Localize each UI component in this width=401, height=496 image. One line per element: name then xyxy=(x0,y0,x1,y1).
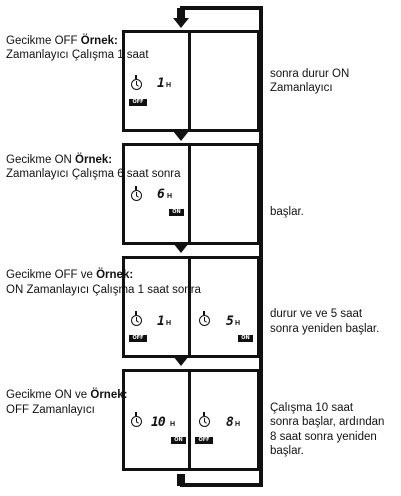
step-3-title: Gecikme OFF ve Örnek: xyxy=(6,269,134,281)
clock-tick xyxy=(135,75,137,79)
step-2-description-line-1: başlar. xyxy=(270,206,304,218)
panel-divider xyxy=(188,259,191,355)
clock-tick xyxy=(203,412,205,416)
arrow-down-icon xyxy=(173,243,189,253)
clock-tick xyxy=(135,311,137,315)
clock-icon xyxy=(199,416,210,427)
loop-arrow-shaft-bottom xyxy=(177,474,185,486)
loop-line-bottom xyxy=(180,483,263,487)
arrow-down-icon xyxy=(173,356,189,366)
clock-icon xyxy=(199,315,210,326)
step-3-description-line-2: sonra yeniden başlar. xyxy=(270,323,380,335)
clock-icon xyxy=(131,79,142,90)
display-unit: H xyxy=(170,421,176,428)
step-1-subtitle: Zamanlayıcı Çalışma 1 saat xyxy=(6,49,149,61)
panel-divider xyxy=(188,33,191,129)
status-badge: OFF xyxy=(129,99,147,106)
arrow-down-icon xyxy=(173,18,189,28)
step-1-title: Gecikme OFF Örnek: xyxy=(6,35,118,47)
step-1-description-line-1: sonra durur ON xyxy=(270,68,350,80)
step-4-title: Gecikme ON ve Örnek: xyxy=(6,389,128,401)
clock-tick xyxy=(203,311,205,315)
clock-icon xyxy=(131,416,142,427)
step-1-description-line-2: Zamanlayıcı xyxy=(270,82,333,94)
clock-tick xyxy=(135,186,137,190)
status-badge: ON xyxy=(238,335,253,342)
timer-panel-3: 1 H OFF 5 H ON xyxy=(122,256,260,358)
arrow-down-icon xyxy=(173,131,189,141)
display-digit: 5 xyxy=(226,314,234,329)
step-3-description-line-1: durur ve ve 5 saat xyxy=(270,308,363,320)
timer-panel-1: 1 H OFF xyxy=(122,30,260,132)
loop-line-top xyxy=(180,6,263,10)
arrow-shaft-1 xyxy=(177,8,185,19)
step-2-subtitle: Zamanlayıcı Çalışma 6 saat sonra xyxy=(6,168,181,180)
display-digit: 6 xyxy=(157,187,165,202)
step-4-subtitle: OFF Zamanlayıcı xyxy=(6,404,95,416)
display-digit: 1 xyxy=(157,76,165,91)
timer-panel-4: 10 H ON 8 H OFF xyxy=(122,369,260,471)
status-badge: OFF xyxy=(129,335,147,342)
display-unit: H xyxy=(167,193,173,200)
display-digit: 10 xyxy=(151,415,166,430)
status-badge: OFF xyxy=(195,437,213,444)
display-digit: 1 xyxy=(157,314,165,329)
step-4-description-line-3: 8 saat sonra yeniden xyxy=(270,431,377,443)
status-badge: ON xyxy=(169,209,184,216)
timer-panel-2: 6 H ON xyxy=(122,143,260,245)
clock-icon xyxy=(131,315,142,326)
display-digit: 8 xyxy=(226,415,234,430)
step-4-description-line-1: Çalışma 10 saat xyxy=(270,402,354,414)
step-4-description-line-4: başlar. xyxy=(270,445,304,457)
clock-tick xyxy=(135,412,137,416)
panel-divider xyxy=(188,146,191,242)
step-2-title: Gecikme ON Örnek: xyxy=(6,154,113,166)
panel-divider xyxy=(188,372,191,468)
loop-line-right xyxy=(259,6,263,487)
display-unit: H xyxy=(166,82,172,89)
clock-icon xyxy=(131,190,142,201)
display-unit: H xyxy=(235,421,241,428)
display-unit: H xyxy=(166,320,172,327)
status-badge: ON xyxy=(171,437,186,444)
display-unit: H xyxy=(235,320,241,327)
step-3-subtitle: ON Zamanlayıcı Çalışma 1 saat sonra xyxy=(6,284,201,296)
step-4-description-line-2: sonra başlar, ardından xyxy=(270,416,385,428)
